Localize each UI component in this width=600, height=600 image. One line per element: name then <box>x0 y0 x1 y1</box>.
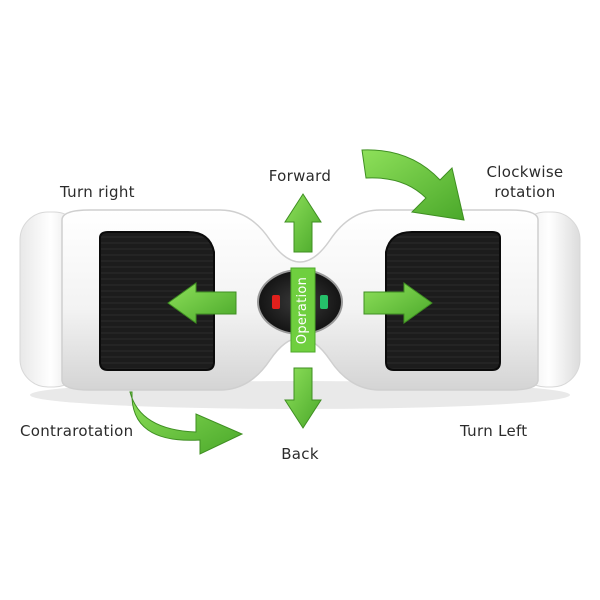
turn-right-label: Turn right <box>60 183 135 201</box>
back-label: Back <box>281 445 319 463</box>
turn-left-label: Turn Left <box>460 422 528 440</box>
forward-label: Forward <box>268 167 332 185</box>
battery-indicator-green <box>320 295 328 309</box>
operation-label: Operation <box>295 276 311 344</box>
operation-bar <box>290 267 316 353</box>
right-foot-pad <box>385 231 501 371</box>
back-arrow-icon <box>284 367 322 429</box>
right-pad-arrow-icon <box>363 282 433 324</box>
left-foot-pad <box>99 231 215 371</box>
operation-label-box: Operation <box>291 268 315 352</box>
forward-arrow-icon <box>284 193 322 253</box>
clockwise-rotation-label: Clockwise rotation <box>486 163 564 201</box>
clockwise-rotation-arrow-icon <box>361 149 465 221</box>
contrarotation-label: Contrarotation <box>20 422 134 440</box>
battery-indicator-red <box>272 295 280 309</box>
contrarotation-arrow-icon <box>129 391 244 455</box>
left-pad-arrow-icon <box>167 282 237 324</box>
